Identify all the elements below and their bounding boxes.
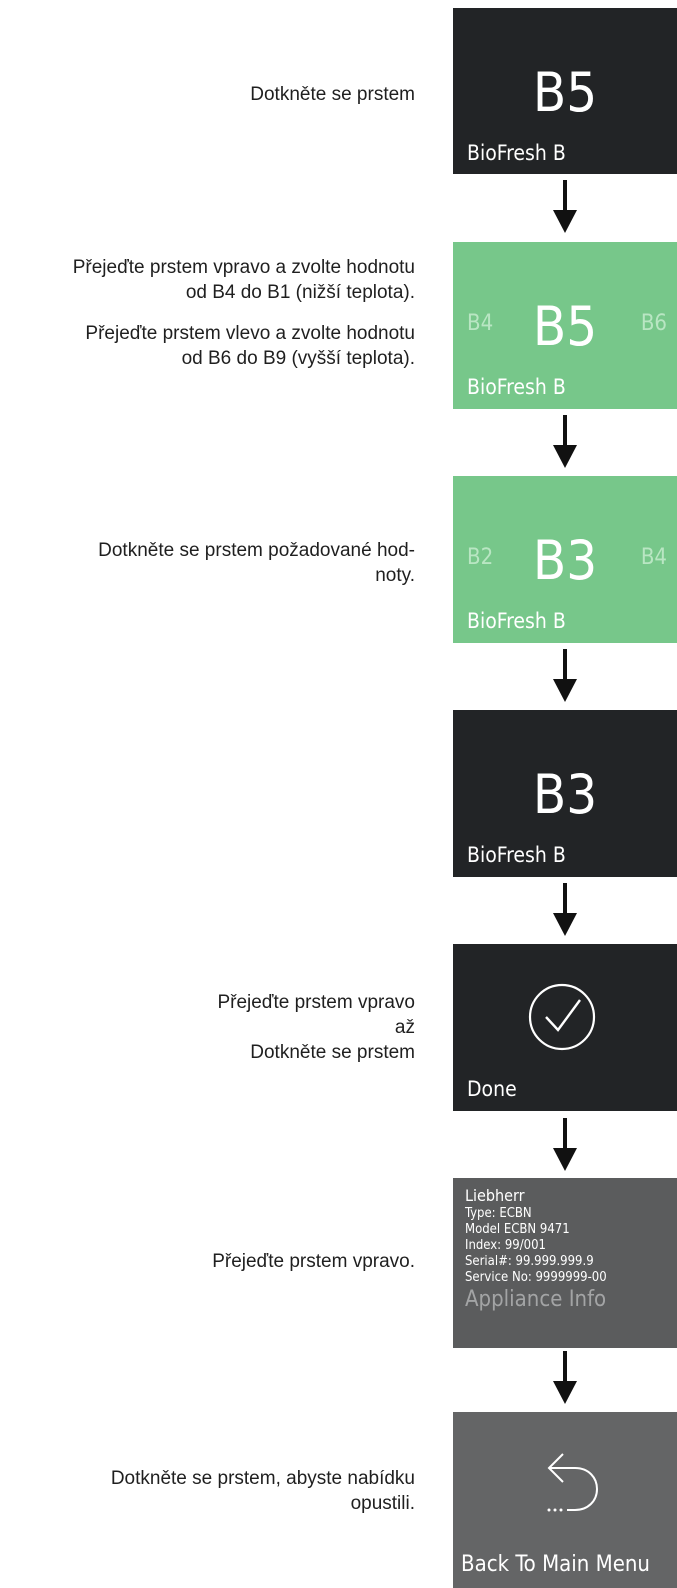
brand-name: Liebherr [465, 1186, 525, 1205]
instruction-line: noty. [375, 565, 415, 586]
instruction-5: Přejeďte prstem vpravo až Dotkněte se pr… [217, 990, 415, 1065]
screen-label: Back To Main Menu [461, 1552, 650, 1577]
setting-value: B5 [532, 61, 598, 124]
instruction-line: Dotkněte se prstem [250, 84, 415, 105]
screen-label: BioFresh B [467, 375, 566, 399]
screen-back-to-main-menu[interactable]: Back To Main Menu [453, 1412, 677, 1588]
option-right[interactable]: B4 [640, 545, 667, 570]
instruction-line: opustili. [350, 1493, 415, 1514]
back-arrow-icon [547, 1453, 599, 1512]
screen-b5[interactable]: B5 BioFresh B [453, 8, 677, 174]
arrow-down-icon [553, 883, 577, 936]
instruction-line: Dotkněte se prstem požadované hod- [98, 540, 415, 561]
arrow-down-icon [553, 180, 577, 233]
screen-label: BioFresh B [467, 141, 566, 165]
info-line: Model ECBN 9471 [465, 1222, 570, 1237]
info-line: Serial#: 99.999.999.9 [465, 1254, 594, 1269]
instruction-line: až [394, 1017, 415, 1038]
check-circle-icon [528, 983, 596, 1051]
setting-value: B3 [532, 529, 598, 592]
arrow-down-icon [553, 1351, 577, 1404]
setting-value: B5 [532, 295, 598, 358]
screen-b5-select[interactable]: B4 B5 B6 BioFresh B [453, 242, 677, 409]
info-line: Index: 99/001 [465, 1238, 546, 1253]
screen-b3-select[interactable]: B2 B3 B4 BioFresh B [453, 476, 677, 643]
screen-label: BioFresh B [467, 843, 566, 867]
screen-label: BioFresh B [467, 609, 566, 633]
info-line: Type: ECBN [465, 1206, 532, 1221]
instruction-line: Přejeďte prstem vpravo a zvolte hodnotu [72, 257, 415, 278]
instruction-3: Dotkněte se prstem požadované hod- noty. [98, 538, 415, 588]
arrow-down-icon [553, 649, 577, 702]
instruction-line: od B6 do B9 (vyšší teplota). [181, 348, 415, 369]
screen-b3[interactable]: B3 BioFresh B [453, 710, 677, 877]
instruction-2: Přejeďte prstem vpravo a zvolte hodnotu … [73, 255, 415, 371]
option-left[interactable]: B4 [467, 311, 494, 336]
setting-value: B3 [532, 763, 598, 826]
instruction-7: Dotkněte se prstem, abyste nabídku opust… [111, 1466, 415, 1516]
instruction-6: Přejeďte prstem vpravo. [212, 1249, 415, 1274]
instruction-line: Přejeďte prstem vlevo a zvolte hodnotu [85, 323, 415, 344]
arrow-down-icon [553, 1118, 577, 1171]
instruction-line: Přejeďte prstem vpravo. [212, 1251, 415, 1272]
option-left[interactable]: B2 [467, 545, 494, 570]
instruction-line: Dotkněte se prstem [250, 1042, 415, 1063]
appliance-info-text: Liebherr Type: ECBN Model ECBN 9471 Inde… [465, 1186, 607, 1313]
screen-label: Done [467, 1077, 517, 1101]
screen-appliance-info[interactable]: Liebherr Type: ECBN Model ECBN 9471 Inde… [453, 1178, 677, 1348]
info-line: Service No: 9999999-00 [465, 1270, 607, 1285]
screen-label: Appliance Info [465, 1287, 607, 1312]
option-right[interactable]: B6 [640, 311, 667, 336]
instruction-1: Dotkněte se prstem [250, 82, 415, 107]
instruction-line: Přejeďte prstem vpravo [217, 992, 415, 1013]
instruction-line: Dotkněte se prstem, abyste nabídku [110, 1468, 415, 1489]
arrow-down-icon [553, 415, 577, 468]
screen-done[interactable]: Done [453, 944, 677, 1111]
instruction-line: od B4 do B1 (nižší teplota). [185, 282, 415, 303]
